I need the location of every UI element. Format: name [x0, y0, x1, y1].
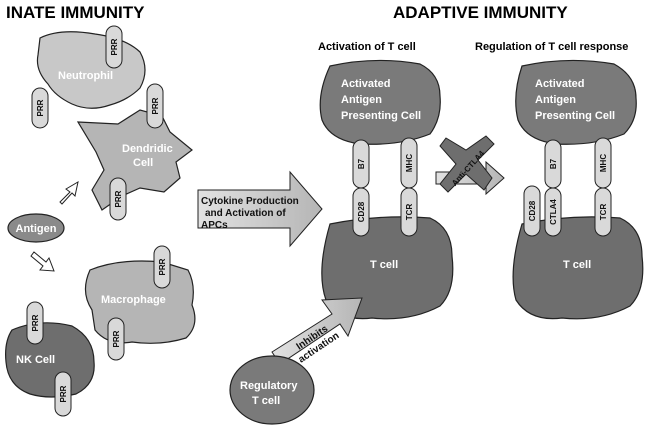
apc1-label-line3: Presenting Cell — [341, 110, 421, 122]
prr-receptor: PRR — [54, 371, 72, 417]
cytokine-label-line3: APCs — [201, 220, 228, 231]
b7-label: B7 — [357, 158, 366, 169]
antigen: Antigen — [7, 213, 65, 243]
b7-receptor: B7 — [352, 139, 370, 189]
tcr-receptor: TCR — [400, 187, 418, 237]
inhibits-arrow: Inhibits activation — [271, 297, 363, 365]
tcr-label: TCR — [599, 204, 608, 221]
cd28-receptor: CD28 — [523, 185, 541, 237]
b7-receptor: B7 — [544, 139, 562, 189]
apc2-label-line3: Presenting Cell — [535, 110, 615, 122]
regulation-title: Regulation of T cell response — [475, 41, 628, 53]
ctla4-label: CTLA4 — [549, 199, 558, 225]
prr-label: PRR — [112, 330, 121, 347]
nk-cell: NK Cell — [5, 322, 95, 398]
cytokine-label-line2: and Activation of — [205, 208, 286, 219]
cd28-label: CD28 — [528, 200, 537, 221]
prr-receptor: PRR — [153, 245, 171, 289]
tcell2-label: T cell — [563, 259, 591, 271]
mhc-label: MHC — [405, 154, 414, 172]
prr-label: PRR — [114, 190, 123, 207]
t-cell-regulation: T cell — [512, 216, 644, 320]
apc-cell-regulation: Activated Antigen Presenting Cell — [515, 59, 637, 145]
cd28-receptor: CD28 — [352, 187, 370, 237]
arrow-to-macrophage-icon — [30, 251, 55, 272]
blocking-cross-icon — [439, 135, 495, 193]
ctla4-receptor: CTLA4 — [544, 187, 562, 237]
dendritic-label-line2: Cell — [133, 157, 153, 169]
tcr-receptor: TCR — [594, 187, 612, 237]
nk-cell-label: NK Cell — [16, 354, 55, 366]
tcell1-label: T cell — [370, 259, 398, 271]
dendritic-cell: Dendridic Cell — [76, 109, 193, 211]
cd28-label: CD28 — [357, 201, 366, 222]
prr-label: PRR — [158, 258, 167, 275]
cytokine-arrow: Cytokine Production and Activation of AP… — [197, 170, 323, 248]
antigen-label: Antigen — [16, 223, 57, 235]
treg-label-line2: T cell — [252, 395, 280, 407]
prr-label: PRR — [36, 99, 45, 116]
prr-receptor: PRR — [105, 25, 123, 69]
activation-title: Activation of T cell — [318, 41, 416, 53]
prr-receptor: PRR — [107, 317, 125, 361]
macrophage-cell: Macrophage — [84, 260, 196, 344]
prr-label: PRR — [151, 97, 160, 114]
prr-receptor: PRR — [109, 177, 127, 221]
mhc-receptor: MHC — [594, 137, 612, 189]
prr-label: PRR — [59, 385, 68, 402]
apc-cell-activation: Activated Antigen Presenting Cell — [319, 59, 441, 145]
b7-label: B7 — [549, 158, 558, 169]
apc2-label-line2: Antigen — [535, 94, 576, 106]
apc1-label-line1: Activated — [341, 78, 391, 90]
neutrophil-label: Neutrophil — [58, 70, 113, 82]
mhc-label: MHC — [599, 154, 608, 172]
innate-immunity-title: INATE IMMUNITY — [6, 3, 145, 22]
regulatory-t-cell: Regulatory T cell — [229, 355, 315, 425]
prr-label: PRR — [31, 314, 40, 331]
prr-receptor: PRR — [26, 301, 44, 345]
neutrophil-cell: Neutrophil — [36, 31, 146, 109]
prr-receptor: PRR — [31, 87, 49, 129]
dendritic-label-line1: Dendridic — [122, 143, 173, 155]
apc1-label-line2: Antigen — [341, 94, 382, 106]
cytokine-label-line1: Cytokine Production — [201, 196, 299, 207]
prr-receptor: PRR — [146, 83, 164, 129]
treg-label-line1: Regulatory — [240, 380, 298, 392]
tcr-label: TCR — [405, 204, 414, 221]
apc2-label-line1: Activated — [535, 78, 585, 90]
arrow-to-dendritic-icon — [59, 180, 79, 205]
adaptive-immunity-title: ADAPTIVE IMMUNITY — [393, 3, 568, 22]
anti-ctla4-blocker: Anti-CTLA4 — [435, 135, 505, 196]
mhc-receptor: MHC — [400, 137, 418, 189]
prr-label: PRR — [110, 38, 119, 55]
macrophage-label: Macrophage — [101, 294, 166, 306]
